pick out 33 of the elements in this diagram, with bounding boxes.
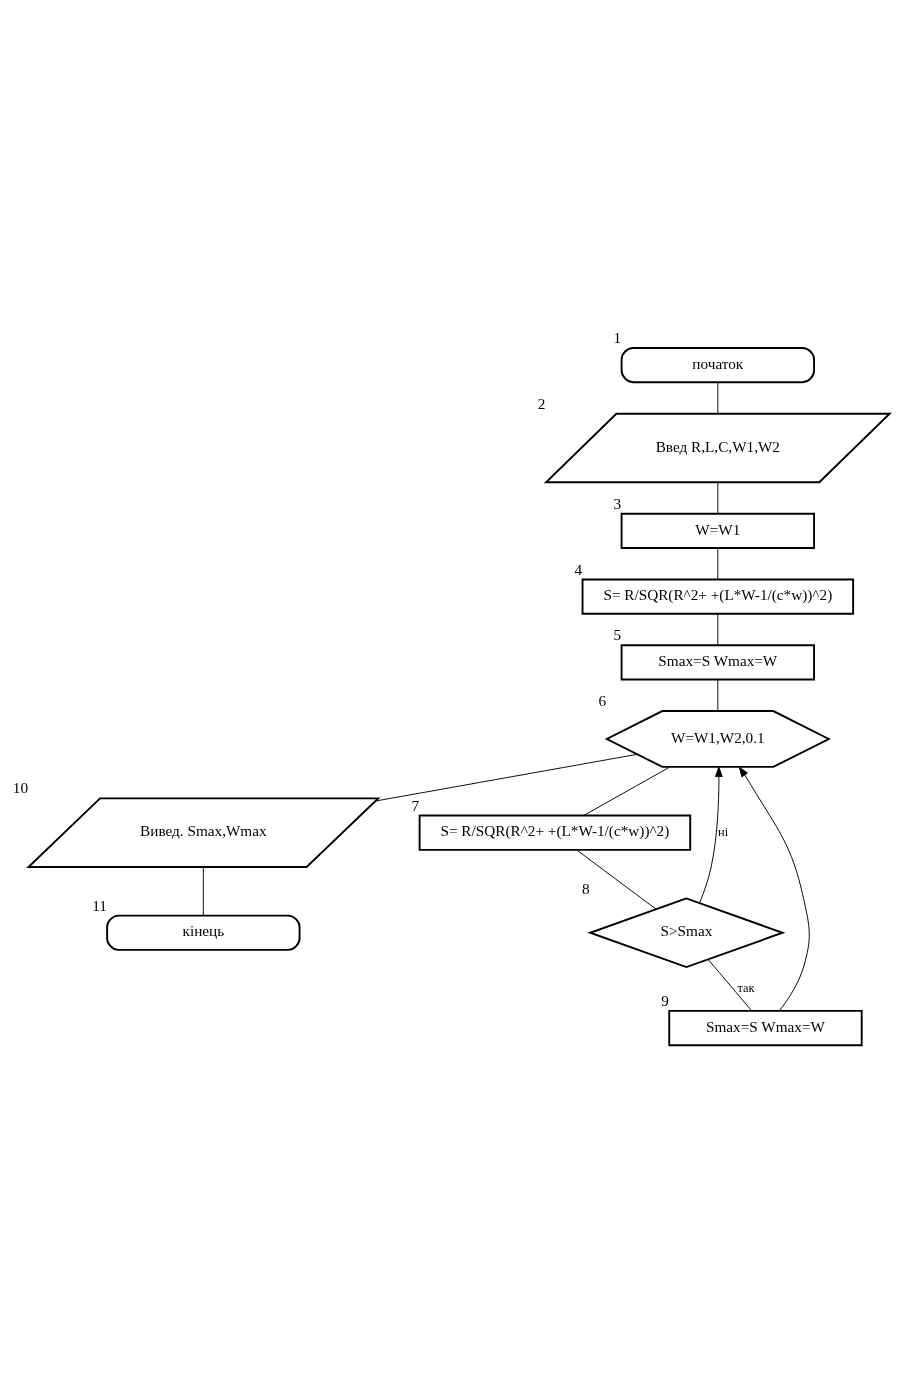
connector — [707, 959, 753, 1012]
connector — [717, 547, 719, 580]
node-label: 11 — [92, 896, 107, 914]
node-label: 3 — [613, 494, 622, 512]
node-box: S= R/SQR(R^2+ +(L*W-1/(c*w))^2) — [418, 814, 692, 851]
node-label: 6 — [598, 692, 607, 710]
node-box: початок — [620, 347, 815, 384]
connector — [583, 766, 671, 816]
node-label: 9 — [661, 991, 669, 1009]
node-box: W=W1 — [620, 512, 815, 549]
connector — [717, 679, 719, 712]
node-label: 7 — [411, 796, 420, 814]
node-label: 4 — [574, 560, 583, 578]
node-diamond: S>Smax — [587, 897, 786, 969]
arrow — [699, 766, 723, 904]
node-box: Smax=S Wmax=W — [668, 1009, 863, 1047]
node-label: 8 — [582, 879, 590, 897]
edge-label: так — [737, 981, 755, 996]
connector — [576, 849, 657, 910]
node-label: 1 — [613, 329, 622, 347]
node-label: 2 — [537, 394, 546, 412]
connector — [375, 753, 638, 802]
connector — [717, 613, 719, 646]
node-box: S= R/SQR(R^2+ +(L*W-1/(c*w))^2) — [581, 578, 855, 615]
node-label: 5 — [613, 626, 622, 644]
connector — [717, 381, 719, 415]
arrow — [738, 766, 810, 1012]
connector — [717, 481, 719, 515]
node-box: Smax=S Wmax=W — [620, 644, 815, 681]
node-label: 10 — [12, 779, 29, 797]
edge-label: ні — [718, 824, 729, 839]
connector — [202, 866, 204, 916]
node-box: кінець — [106, 914, 301, 951]
